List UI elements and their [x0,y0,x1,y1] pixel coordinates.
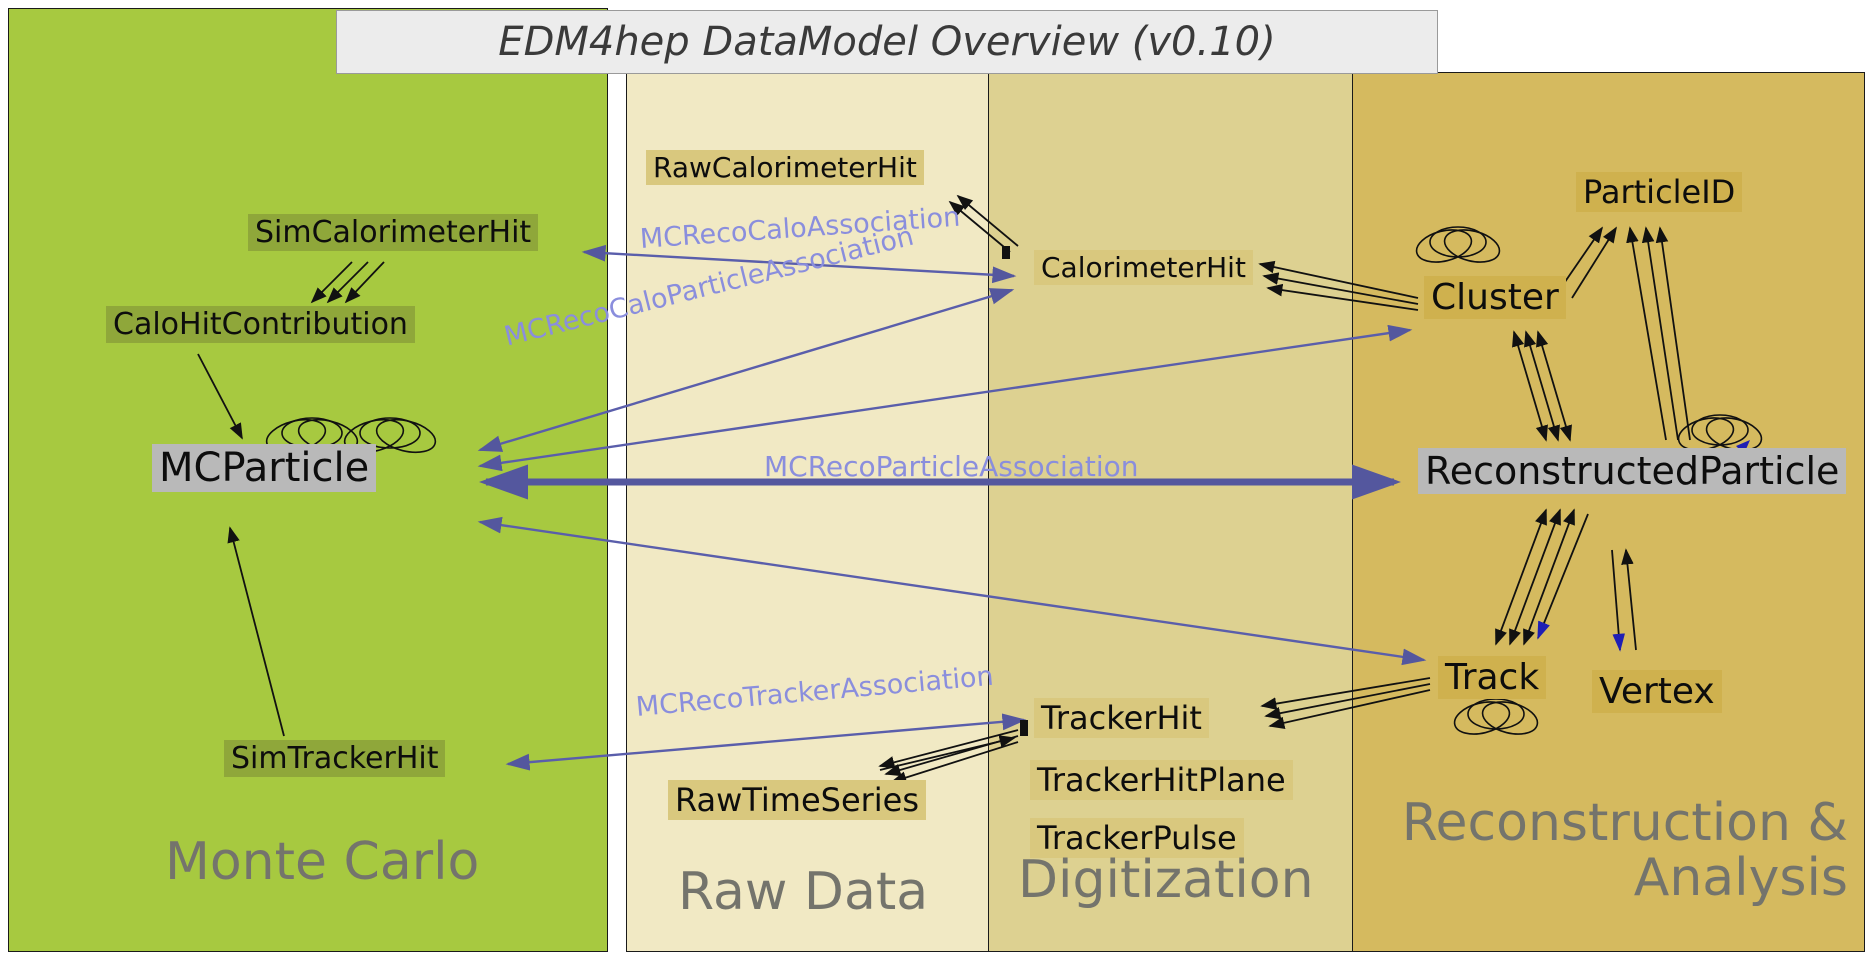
region-reconstruction [1352,72,1865,952]
node-mcparticle: MCParticle [152,444,377,492]
node-calohitcontribution: CaloHitContribution [106,306,415,343]
node-calorimeterhit: CalorimeterHit [1034,250,1253,285]
region-digitization [988,72,1353,952]
node-track: Track [1438,656,1547,699]
region-label-reconstruction-line1: Reconstruction & [1401,793,1848,853]
region-label-digitization: Digitization [1018,850,1314,910]
node-reconstructedparticle: ReconstructedParticle [1418,448,1847,494]
node-rawtimeseries: RawTimeSeries [668,780,927,820]
label-mc-reco-particle-association: MCRecoParticleAssociation [764,450,1139,483]
node-cluster: Cluster [1424,276,1566,319]
node-simcalorimeterhit: SimCalorimeterHit [248,214,539,251]
node-simtrackerhit: SimTrackerHit [224,740,446,777]
region-label-reconstruction-analysis: Reconstruction & Analysis [1360,793,1848,909]
node-trackerhitplane: TrackerHitPlane [1030,760,1293,800]
region-label-reconstruction-line2: Analysis [1633,848,1848,909]
node-rawcalorimeterhit: RawCalorimeterHit [646,150,924,185]
node-trackerpulse: TrackerPulse [1030,818,1244,858]
diagram-title: EDM4hep DataModel Overview (v0.10) [336,10,1438,74]
diagram-title-text: EDM4hep DataModel Overview (v0.10) [498,19,1276,65]
region-label-raw-data: Raw Data [678,862,929,922]
node-particleid: ParticleID [1576,172,1743,212]
region-label-monte-carlo: Monte Carlo [165,832,480,892]
node-trackerhit: TrackerHit [1034,698,1209,738]
node-vertex: Vertex [1592,670,1722,713]
